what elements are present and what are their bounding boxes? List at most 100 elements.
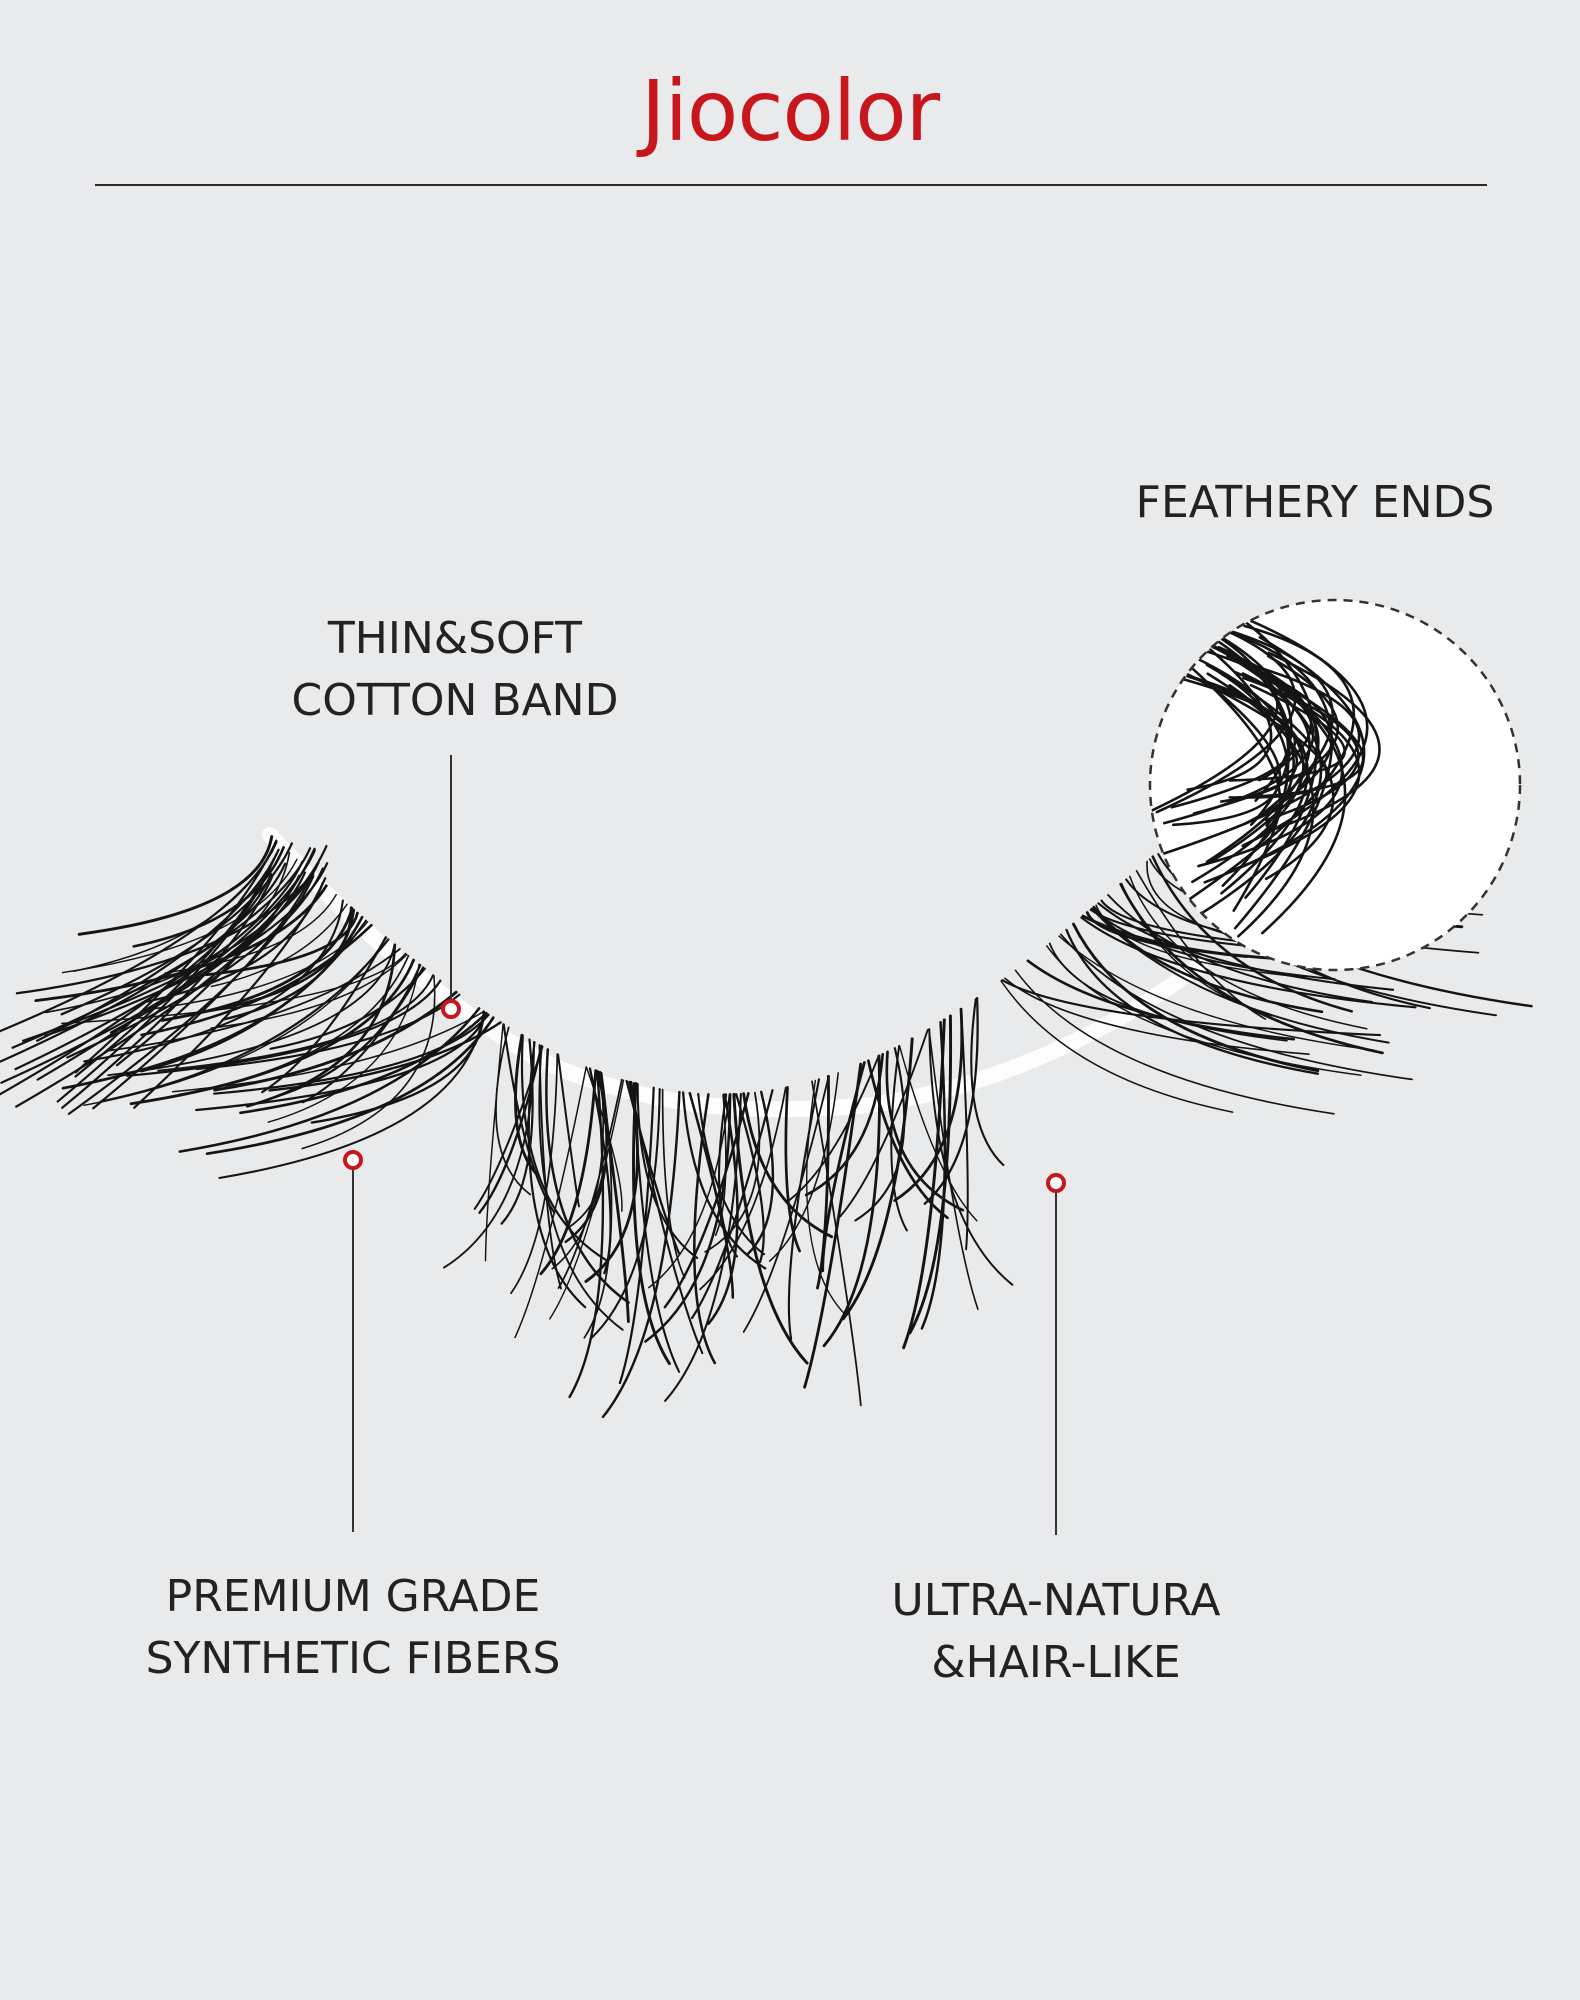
lash-strand <box>99 938 390 1103</box>
callout-band-label: THIN&SOFT COTTON BAND <box>291 613 619 726</box>
lash-strand <box>923 997 979 1205</box>
lash-strand <box>1119 882 1384 1055</box>
lash-strand <box>15 872 315 995</box>
zoom-lash-strand <box>1220 672 1335 881</box>
lash-strand <box>811 1080 862 1407</box>
lash-strand <box>197 906 353 1015</box>
lash-strand <box>1065 928 1320 1075</box>
lash-strand <box>178 1007 481 1153</box>
lash-strand <box>648 1093 731 1289</box>
lash-strand <box>239 1011 488 1115</box>
lash-strand <box>1095 904 1307 979</box>
fibers-marker-icon <box>343 1150 363 1170</box>
lash-strand <box>804 1052 885 1197</box>
zoom-lash-strand <box>1186 631 1273 791</box>
zoom-lash-strand <box>1155 631 1297 814</box>
lash-strand <box>588 1067 612 1275</box>
lash-strand <box>83 899 344 1063</box>
lash-strand <box>133 877 327 1109</box>
lash-strand <box>520 1034 607 1261</box>
lash-strand <box>205 911 359 977</box>
lash-strand <box>1014 969 1335 1115</box>
lash-strand <box>704 1091 761 1253</box>
lash-strand <box>688 1091 735 1299</box>
lash-strand <box>584 1080 639 1283</box>
lash-strand <box>478 1044 543 1214</box>
lash-strand <box>538 1044 562 1290</box>
lash-strand <box>970 998 1005 1167</box>
lash-strand <box>1072 922 1320 1073</box>
lash-strand <box>644 1093 732 1343</box>
lash-strand <box>839 1029 929 1218</box>
lash-strand <box>1107 894 1374 1003</box>
lash-strand <box>443 1041 535 1269</box>
lash-strand <box>21 861 320 1042</box>
lash-strand <box>1060 933 1413 1081</box>
lash-strand <box>841 1037 914 1321</box>
lash-strand <box>745 1090 775 1257</box>
lash-strand <box>0 873 273 1096</box>
lash-strand <box>56 866 272 1103</box>
lash-strand <box>539 1069 598 1276</box>
zoom-lash-strand <box>1151 667 1361 859</box>
zoom-lash-strand <box>1181 634 1313 782</box>
lash-strand <box>681 1091 767 1270</box>
lash-strand <box>1000 980 1234 1113</box>
lash-strand <box>718 1093 739 1258</box>
lash-strand <box>557 1078 623 1289</box>
lash-strand <box>585 1066 623 1212</box>
lash-strand <box>1080 916 1417 1009</box>
callout-ends-label: FEATHERY ENDS <box>1135 477 1495 528</box>
lash-strand <box>484 1023 504 1262</box>
lash-strand <box>663 1092 750 1309</box>
lash-strand <box>195 993 461 1071</box>
zoom-lash-strand <box>1243 619 1318 899</box>
lash-strand <box>1004 977 1310 1056</box>
lash-strand <box>928 1028 979 1311</box>
lash-strand <box>632 1082 681 1373</box>
lash-strand <box>92 866 317 1110</box>
lash-strand <box>0 841 278 1033</box>
lash-strand <box>697 1092 766 1256</box>
lash-strand <box>545 1048 630 1304</box>
lash-strand <box>742 1075 830 1333</box>
zoom-lash-strand <box>1185 672 1328 799</box>
lash-strand <box>1129 875 1368 1030</box>
lash-strand <box>732 1092 809 1365</box>
lash-strand <box>1135 869 1267 1020</box>
natural-marker-icon <box>1046 1173 1066 1193</box>
lash-strand <box>589 1087 661 1341</box>
lash-strand <box>126 979 442 1077</box>
lash-strand <box>538 1045 624 1331</box>
lash-strand <box>473 1045 544 1210</box>
lash-strand <box>61 876 273 1109</box>
lash-strand <box>784 1086 801 1253</box>
lash-strand <box>549 1079 625 1320</box>
lash-strand <box>735 1093 765 1264</box>
lash-strand <box>1001 979 1382 1037</box>
lash-strand <box>1091 907 1336 981</box>
zoom-lash-strand <box>1202 626 1290 912</box>
zoom-detail-circle <box>1148 598 1522 972</box>
lash-strand <box>0 874 301 1084</box>
lash-strand <box>177 954 410 1096</box>
lash-strand <box>301 975 436 1150</box>
lash-strand <box>789 1055 880 1201</box>
zoom-lash-strand <box>1155 624 1356 923</box>
lash-strand <box>890 1045 908 1232</box>
lash-strand <box>245 943 397 1108</box>
band-marker-icon <box>441 999 461 1019</box>
lash-strand <box>661 1088 686 1279</box>
lash-band <box>262 827 1208 1118</box>
brand-logo: Jiocolor <box>640 62 940 160</box>
lash-strand <box>867 1059 949 1220</box>
lash-strand <box>1046 945 1362 1076</box>
lash-strand <box>14 860 304 1071</box>
lash-strand <box>132 845 285 948</box>
lash-strand <box>157 974 435 1072</box>
lash-strand <box>742 1092 834 1239</box>
lash-strand <box>1097 902 1395 991</box>
lash-strand <box>15 871 307 1108</box>
lash-strand <box>1058 935 1375 1051</box>
